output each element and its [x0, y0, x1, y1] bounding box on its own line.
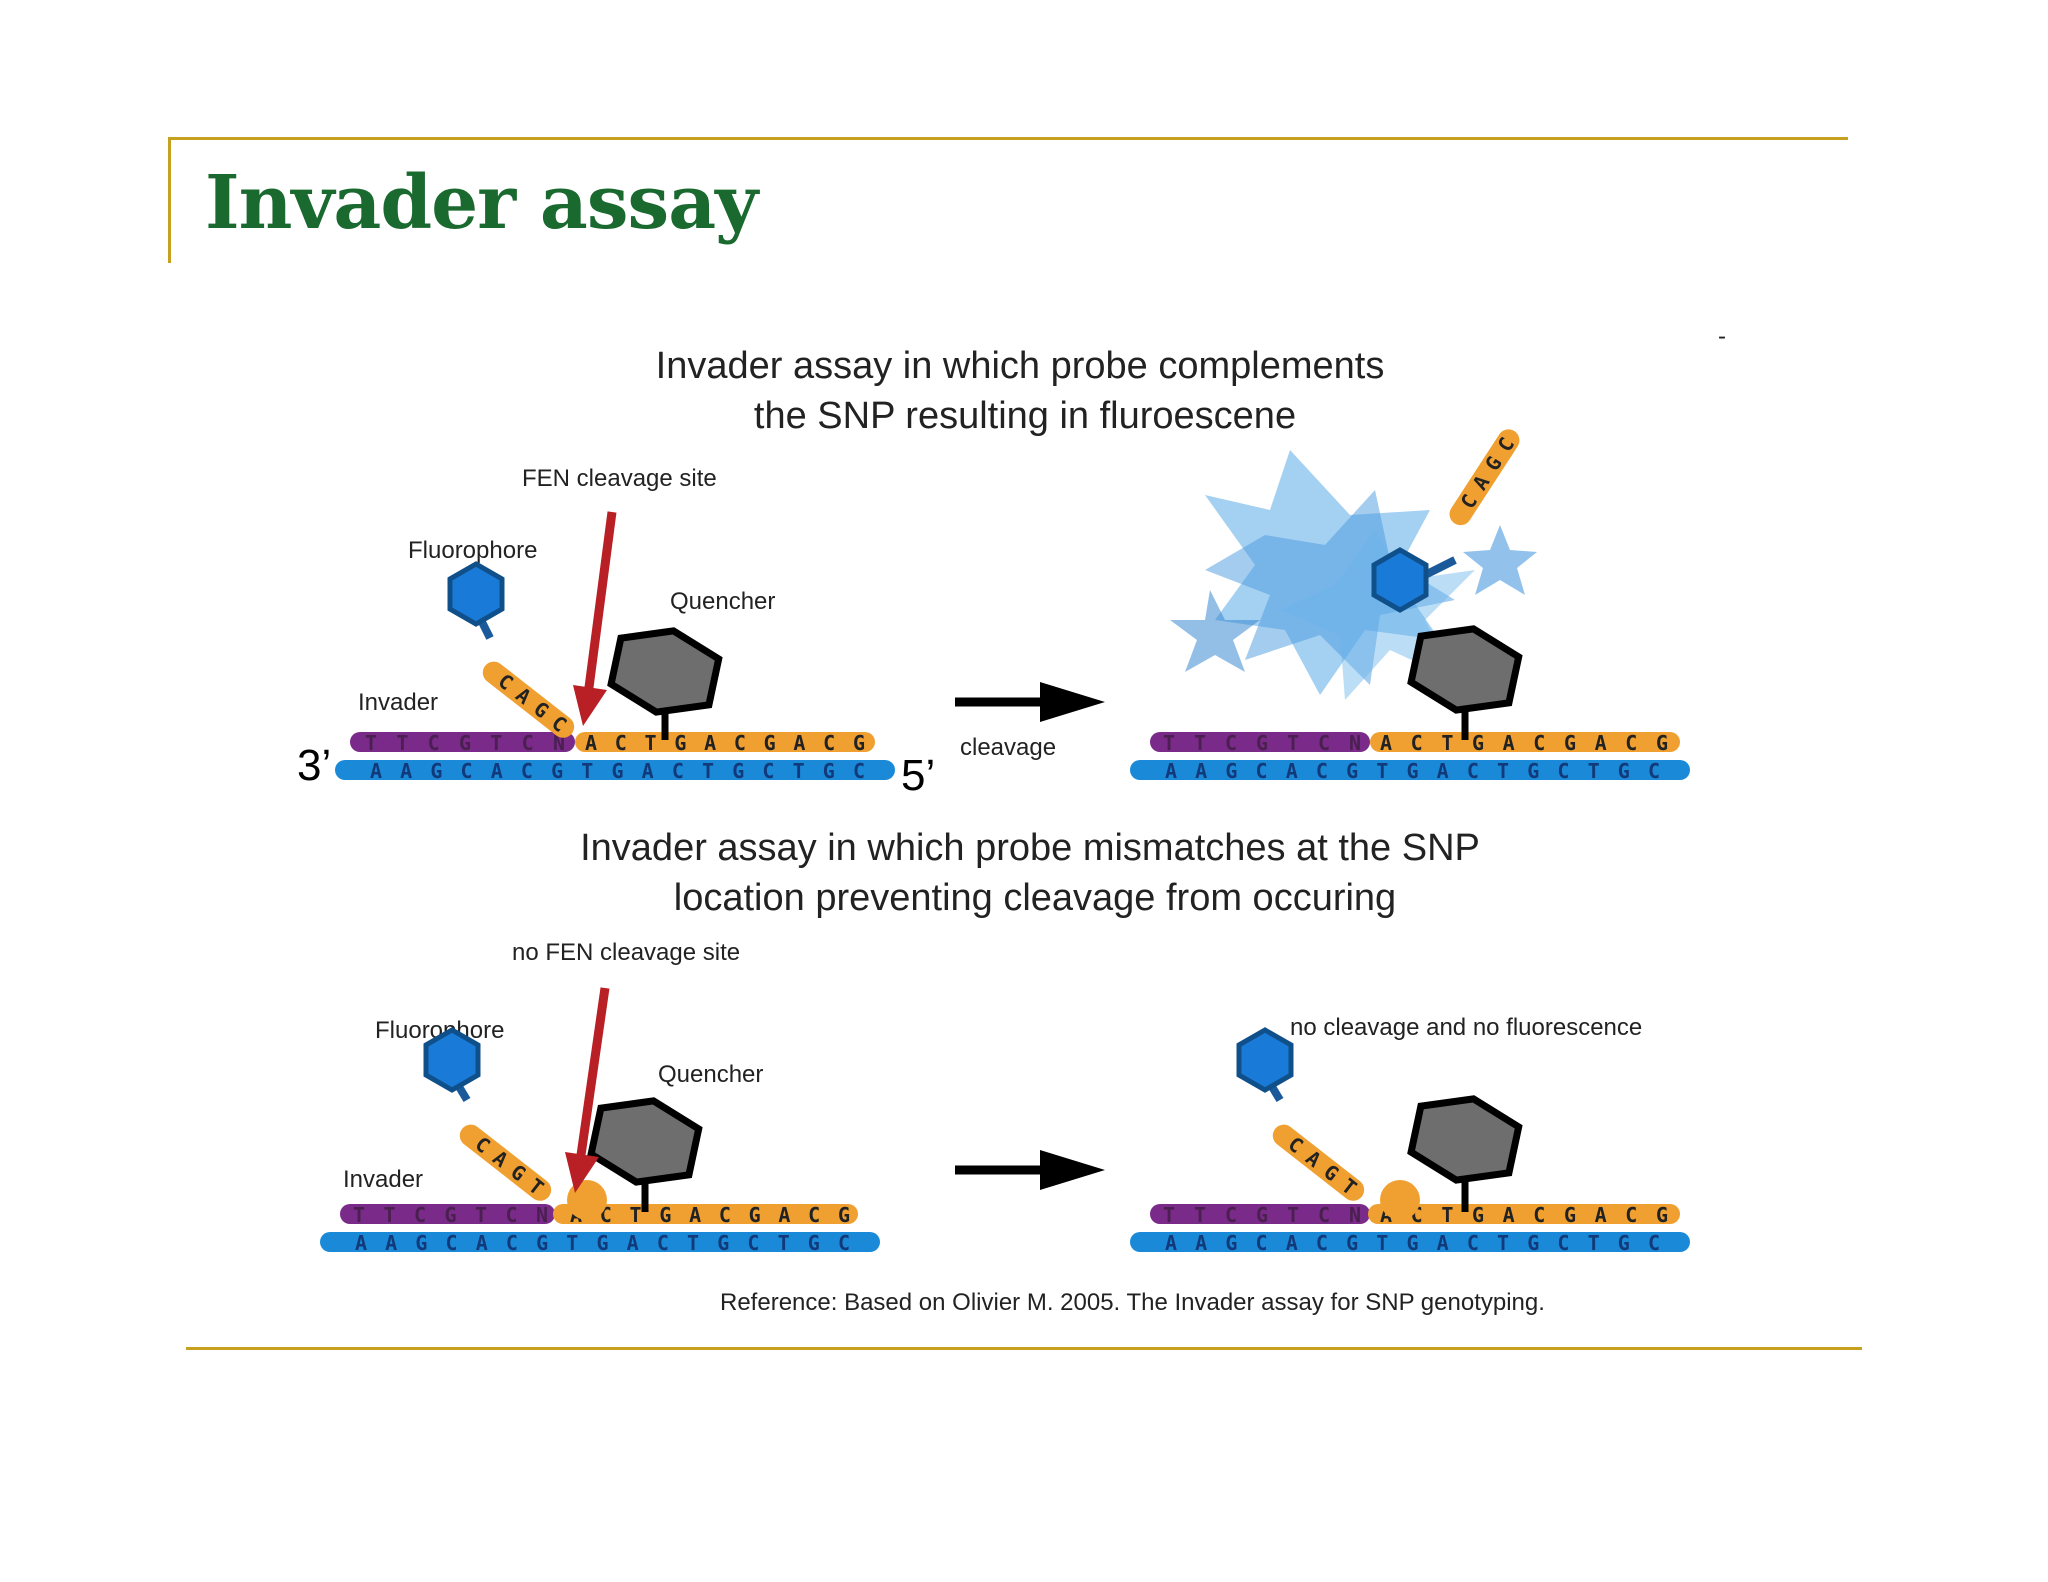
bottom-invader-label: Invader — [343, 1166, 423, 1193]
top-left-target-strand — [335, 760, 895, 780]
top-rule — [168, 137, 1848, 140]
top-left-invader-strand — [350, 732, 575, 752]
top-transition: cleavage — [955, 682, 1105, 761]
top-right-invader-strand — [1150, 732, 1370, 752]
top-left-complex: FEN cleavage site Fluorophore Quencher I… — [297, 465, 935, 800]
bottom-left-target-strand — [320, 1232, 880, 1252]
bottom-right-mismatch-bulge — [1380, 1180, 1420, 1220]
bottom-quencher-label: Quencher — [658, 1061, 763, 1088]
bottom-black-right-arrow-icon — [1040, 1150, 1105, 1190]
red-down-arrow-icon — [573, 685, 607, 726]
top-heading-line1: Invader assay in which probe complements — [656, 345, 1385, 387]
bottom-heading-line2: location preventing cleavage from occuri… — [674, 877, 1396, 919]
bottom-left-invader-seq: TTCGTCN — [353, 1203, 548, 1227]
slide-title: Invader assay — [205, 160, 758, 246]
top-right-probe-strand — [1370, 732, 1680, 752]
bottom-left-flap: CAGT — [459, 1124, 552, 1201]
top-right-quencher-hexagon-icon — [1407, 625, 1523, 714]
top-quencher-label: Quencher — [670, 588, 775, 615]
top-panel: Invader assay in which probe complements… — [297, 323, 1726, 800]
bottom-left-complex: no FEN cleavage site Fluorophore Quenche… — [320, 939, 880, 1255]
bottom-left-invader-strand — [340, 1204, 555, 1224]
bottom-right-fluorophore-hexagon-icon — [1236, 1027, 1294, 1093]
bottom-right-target-strand — [1130, 1232, 1690, 1252]
bottom-fen-label: no FEN cleavage site — [512, 939, 740, 966]
top-right-invader-seq: TTCGTCN — [1163, 731, 1361, 755]
fluorophore-hexagon-icon — [447, 561, 505, 627]
bottom-right-complex: no cleavage and no fluorescence AAGCACGT… — [1130, 1014, 1690, 1255]
top-fen-label: FEN cleavage site — [522, 465, 717, 492]
top-right-target-strand — [1130, 760, 1690, 780]
dash-mark: - — [1718, 323, 1726, 350]
no-cleavage-label: no cleavage and no fluorescence — [1290, 1014, 1642, 1041]
top-fluorophore-label: Fluorophore — [408, 537, 537, 564]
top-left-invader-seq: TTCGTCN — [365, 731, 565, 755]
top-invader-label: Invader — [358, 689, 438, 716]
bottom-heading-line1: Invader assay in which probe mismatches … — [580, 827, 1480, 869]
bottom-rule — [186, 1347, 1862, 1350]
bottom-left-quencher-hexagon-icon — [587, 1097, 703, 1186]
invader-assay-diagram: Invader assay in which probe complements… — [297, 323, 1726, 1316]
bottom-left-probe-strand — [553, 1204, 858, 1224]
bottom-transition — [955, 1150, 1105, 1190]
bottom-right-quencher-hexagon-icon — [1407, 1095, 1523, 1184]
bottom-right-invader-strand — [1150, 1204, 1370, 1224]
quencher-hexagon-icon — [607, 627, 723, 716]
bottom-left-fluorophore-hexagon-icon — [423, 1027, 481, 1093]
released-fluorophore-hexagon-icon — [1371, 547, 1429, 613]
bottom-right-flap: CAGT — [1272, 1124, 1365, 1201]
top-heading-line2: the SNP resulting in fluroescene — [754, 395, 1296, 437]
black-right-arrow-icon — [1040, 682, 1105, 722]
bottom-right-probe-strand — [1368, 1204, 1680, 1224]
top-left-probe-strand — [575, 732, 875, 752]
bottom-red-down-arrow-icon — [565, 1152, 599, 1193]
top-right-released-flap: CAGC — [1449, 429, 1520, 526]
reference-text: Reference: Based on Olivier M. 2005. The… — [720, 1289, 1545, 1316]
bottom-panel: Invader assay in which probe mismatches … — [320, 827, 1690, 1316]
end-5prime: 5’ — [901, 751, 935, 800]
end-3prime: 3’ — [297, 741, 331, 790]
bottom-right-invader-seq: TTCGTCN — [1163, 1203, 1361, 1227]
cleavage-label: cleavage — [960, 734, 1056, 761]
left-rule — [168, 137, 171, 263]
bottom-left-mismatch-bulge — [567, 1180, 607, 1220]
top-right-complex: CAGC AAGCACGTGACTGCTGC TTCGTCN ACTGACGAC… — [1130, 429, 1690, 783]
